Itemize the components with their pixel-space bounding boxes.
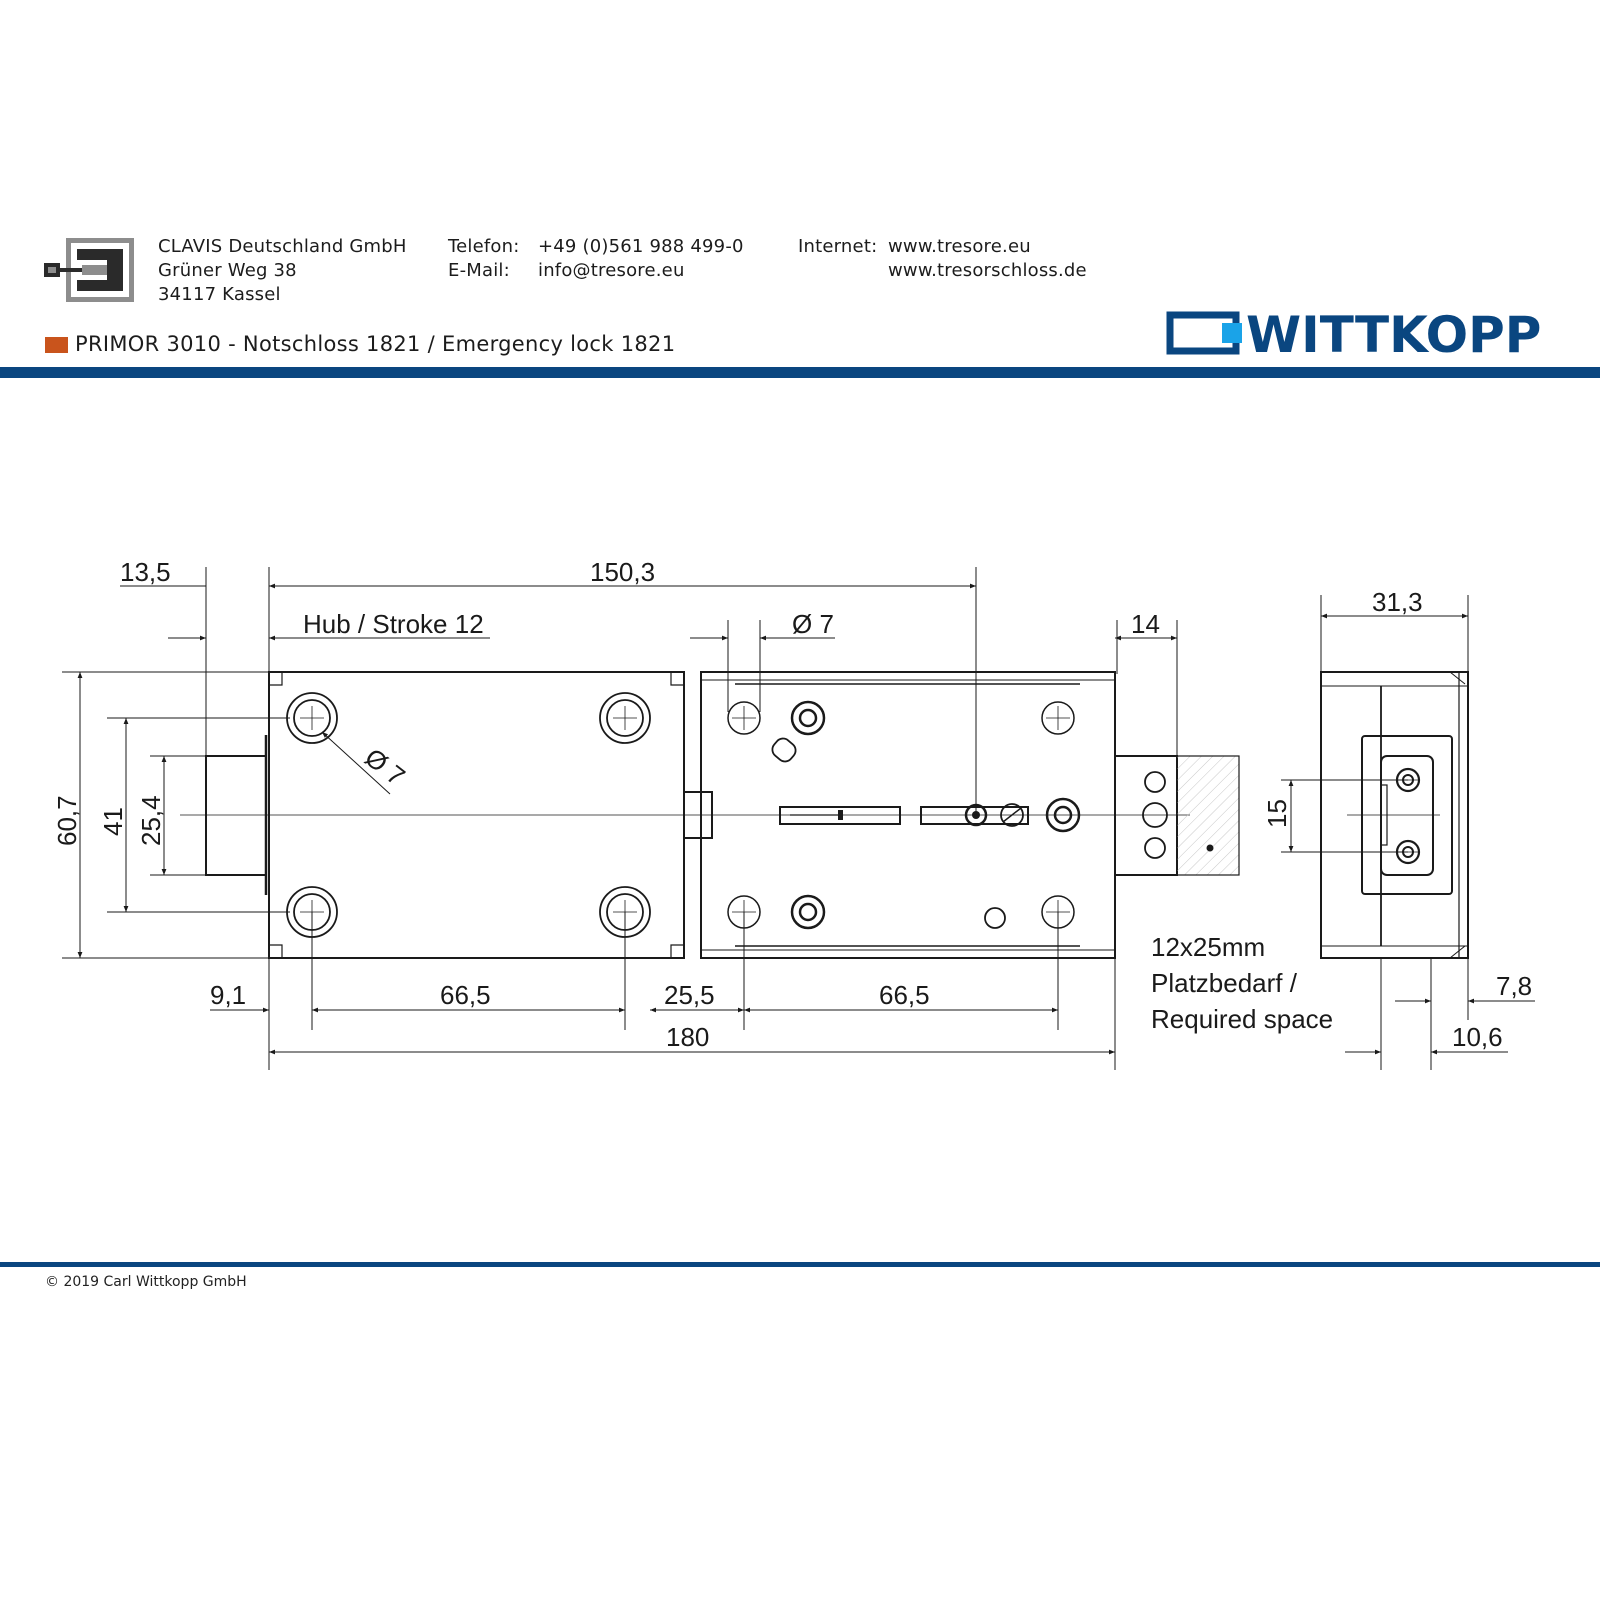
clavis-logo — [44, 238, 134, 302]
dim-9-1: 9,1 — [210, 980, 246, 1010]
dim-dia7-top: Ø 7 — [792, 609, 834, 639]
dim-hub-stroke: Hub / Stroke 12 — [303, 609, 484, 639]
dim-66-5-right: 66,5 — [879, 980, 930, 1010]
dim-150-3: 150,3 — [590, 557, 655, 587]
internet-label: Internet: — [798, 236, 878, 257]
space-note-line2: Platzbedarf / — [1151, 968, 1298, 998]
company-street: Grüner Weg 38 — [158, 260, 297, 281]
brand-name: WITTKOPP — [1246, 306, 1541, 361]
footer-divider — [0, 1262, 1600, 1267]
dim-14: 14 — [1131, 609, 1160, 639]
dim-31-3: 31,3 — [1372, 587, 1423, 617]
dim-13-5: 13,5 — [120, 557, 171, 587]
email-label: E-Mail: — [448, 260, 510, 281]
dim-66-5-left: 66,5 — [440, 980, 491, 1010]
dim-25-4: 25,4 — [136, 795, 166, 846]
website-link-2[interactable]: www.tresorschloss.de — [888, 260, 1087, 281]
dim-180: 180 — [666, 1022, 709, 1052]
dim-25-5: 25,5 — [664, 980, 715, 1010]
space-note-line1: 12x25mm — [1151, 932, 1265, 962]
dim-10-6: 10,6 — [1452, 1022, 1503, 1052]
copyright: © 2019 Carl Wittkopp GmbH — [45, 1274, 247, 1290]
title-marker — [45, 337, 68, 353]
document-title: PRIMOR 3010 - Notschloss 1821 / Emergenc… — [75, 332, 676, 356]
dim-41: 41 — [98, 807, 128, 836]
dim-15: 15 — [1262, 799, 1292, 828]
wittkopp-logo: WITTKOPP — [1166, 306, 1541, 361]
space-note-line3: Required space — [1151, 1004, 1333, 1034]
website-link-1[interactable]: www.tresore.eu — [888, 236, 1031, 257]
dim-dia7-diagonal: Ø 7 — [359, 742, 411, 791]
email-address[interactable]: info@tresore.eu — [538, 260, 685, 281]
phone-label: Telefon: — [448, 236, 520, 257]
company-city: 34117 Kassel — [158, 284, 281, 305]
phone-number[interactable]: +49 (0)561 988 499-0 — [538, 236, 744, 257]
header-divider — [0, 367, 1600, 378]
dim-7-8: 7,8 — [1496, 971, 1532, 1001]
company-name: CLAVIS Deutschland GmbH — [158, 236, 407, 257]
dim-60-7: 60,7 — [52, 795, 82, 846]
